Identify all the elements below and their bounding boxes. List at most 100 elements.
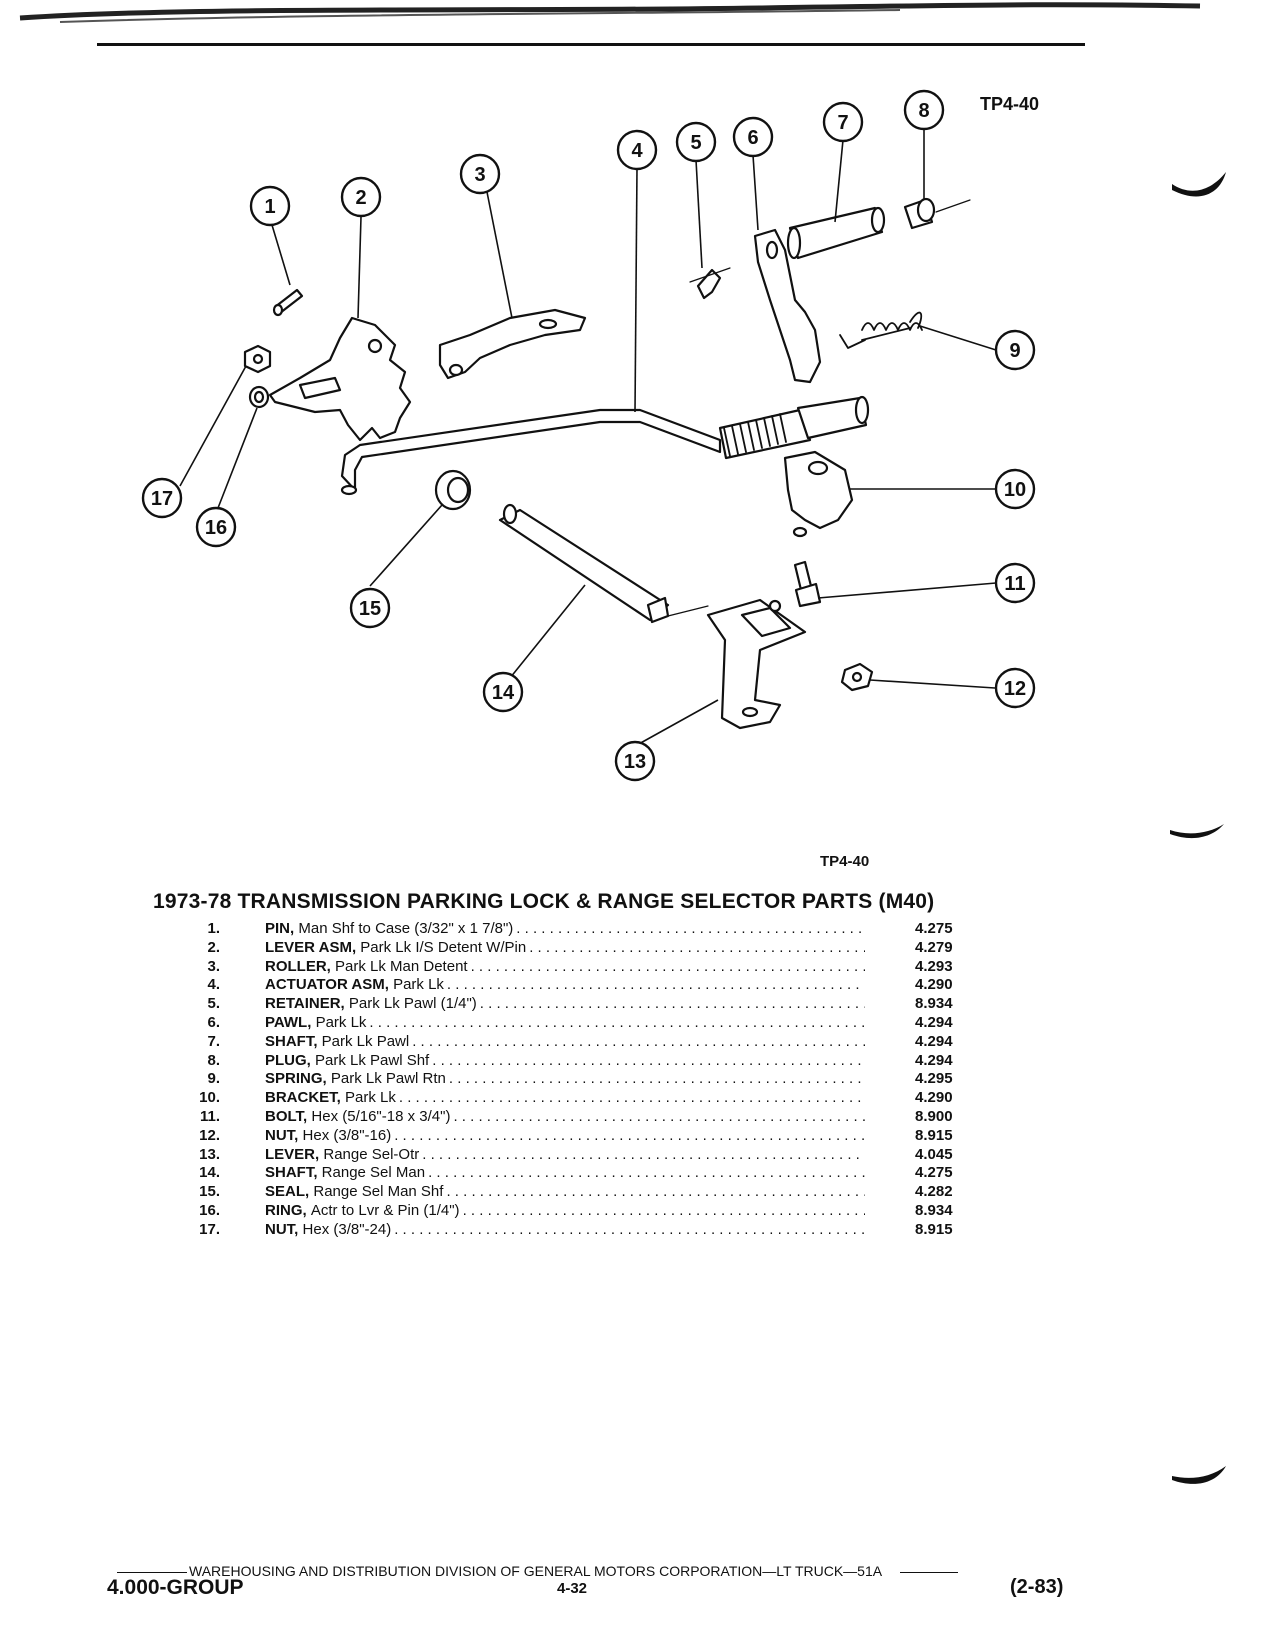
part-description: Hex (3/8"-16) (302, 1126, 392, 1144)
callout-15: 15 (359, 598, 381, 620)
part-group-code: 4.295 (915, 1070, 953, 1088)
callout-5: 5 (690, 132, 701, 154)
part-number: 5. (207, 995, 220, 1013)
list-item: 2.LEVER ASM, Park Lk I/S Detent W/Pin4.2… (160, 939, 980, 958)
list-item: 5. RETAINER, Park Lk Pawl (1/4") 8.934 (160, 995, 980, 1014)
callout-14: 14 (492, 682, 515, 704)
part-group-code: 8.900 (915, 1107, 953, 1125)
part-group-code: 4.275 (915, 920, 953, 937)
part-shaft (786, 206, 886, 260)
list-item: 16.RING, Actr to Lvr & Pin (1/4")8.934 (160, 1202, 980, 1221)
part-description: Hex (3/8"-24) (302, 1220, 392, 1238)
callout-3: 3 (474, 164, 485, 186)
part-number: 1. (207, 920, 220, 937)
part-nut-12 (840, 662, 874, 692)
list-item: 8.PLUG, Park Lk Pawl Shf4.294 (160, 1052, 980, 1071)
part-number: 2. (207, 938, 220, 956)
part-description: Range Sel Man (321, 1164, 426, 1182)
part-nut-17 (243, 344, 272, 374)
part-description: Man Shf to Case (3/32" x 1 7/8") (298, 920, 514, 937)
part-group-code: 4.275 (915, 1164, 953, 1182)
part-name: LEVER, (265, 1145, 320, 1163)
part-description: Park Lk Pawl Rtn (330, 1070, 446, 1088)
footer-publisher: WAREHOUSING AND DISTRIBUTION DIVISION OF… (189, 1563, 883, 1579)
part-actuator-asm (340, 395, 870, 496)
part-number: 12. (199, 1126, 220, 1144)
top-rule (97, 43, 1085, 46)
callout-1: 1 (264, 196, 275, 218)
part-group-code: 4.294 (915, 1051, 953, 1069)
part-group-code: 4.294 (915, 1032, 953, 1050)
part-group-code: 4.282 (915, 1183, 953, 1201)
part-name: BOLT, (265, 1107, 308, 1125)
part-name: RING, (265, 1201, 307, 1219)
part-description: Park Lk (393, 976, 444, 994)
part-group-code: 4.290 (915, 1089, 953, 1107)
part-name: LEVER ASM, (265, 938, 357, 956)
callout-10: 10 (1004, 479, 1026, 501)
part-number: 11. (199, 1107, 220, 1125)
footer-group: 4.000-GROUP (107, 1576, 244, 1599)
part-name: ACTUATOR ASM, (265, 976, 389, 994)
callout-17: 17 (151, 488, 173, 510)
part-number: 6. (207, 1013, 220, 1031)
part-number: 14. (199, 1164, 220, 1182)
list-item: 12.NUT, Hex (3/8"-16)8.915 (160, 1127, 980, 1146)
part-name: NUT, (265, 1220, 299, 1238)
part-number: 16. (199, 1201, 220, 1219)
part-pin (272, 288, 304, 317)
revision-date: (2-83) (1010, 1576, 1064, 1598)
list-item: 3.ROLLER, Park Lk Man Detent4.293 (160, 958, 980, 977)
part-number: 3. (207, 957, 220, 975)
figure-code-bottom: TP4-40 (820, 853, 870, 870)
figure-code-top: TP4-40 (980, 94, 1040, 114)
list-item: 7. SHAFT, Park Lk Pawl 4.294 (160, 1033, 980, 1052)
list-item: 14. SHAFT, Range Sel Man 4.275 (160, 1164, 980, 1183)
part-number: 13. (199, 1145, 220, 1163)
part-group-code: 4.290 (915, 976, 953, 994)
callout-11: 11 (1004, 573, 1025, 595)
part-number: 15. (199, 1183, 220, 1201)
callout-6: 6 (747, 127, 758, 149)
part-retainer (696, 268, 722, 300)
part-name: PIN, (265, 920, 295, 937)
part-group-code: 8.934 (915, 995, 953, 1013)
list-item: 4. ACTUATOR ASM, Park Lk 4.290 (160, 976, 980, 995)
part-description: Park Lk Pawl (1/4") (348, 995, 477, 1013)
callout-16: 16 (205, 517, 227, 539)
part-description: Range Sel-Otr (323, 1145, 420, 1163)
list-item: 17.NUT, Hex (3/8"-24)8.915 (160, 1221, 980, 1240)
callout-7: 7 (837, 112, 848, 134)
part-name: SHAFT, (265, 1032, 318, 1050)
part-name: SPRING, (265, 1070, 327, 1088)
part-lever-range-sel (706, 598, 807, 730)
part-number: 4. (207, 976, 220, 994)
part-name: SHAFT, (265, 1164, 318, 1182)
part-name: BRACKET, (265, 1089, 341, 1107)
scan-streak (19, 2, 1201, 23)
part-description: Park Lk Pawl (321, 1032, 410, 1050)
part-name: PLUG, (265, 1051, 311, 1069)
part-number: 7. (207, 1032, 220, 1050)
part-name: RETAINER, (265, 995, 345, 1013)
callout-12: 12 (1004, 678, 1026, 700)
part-group-code: 4.045 (915, 1145, 953, 1163)
part-group-code: 4.294 (915, 1013, 953, 1031)
part-shaft-range-sel (498, 503, 709, 624)
part-number: 9. (207, 1070, 220, 1088)
part-group-code: 8.915 (915, 1220, 953, 1238)
list-item: 15.SEAL, Range Sel Man Shf4.282 (160, 1183, 980, 1202)
part-description: Park Lk (345, 1089, 396, 1107)
footer-publisher-line: WAREHOUSING AND DISTRIBUTION DIVISION OF… (117, 1563, 959, 1579)
callout-13: 13 (624, 751, 646, 773)
part-description: Actr to Lvr & Pin (1/4") (310, 1201, 460, 1219)
part-pawl (753, 228, 822, 384)
part-lever-asm (268, 316, 412, 442)
list-item: 10.BRACKET, Park Lk4.290 (160, 1089, 980, 1108)
part-roller (438, 308, 587, 380)
list-item: 13. LEVER, Range Sel-Otr 4.045 (160, 1146, 980, 1165)
exploded-parts-diagram: 1 2 3 4 5 6 7 8 9 10 11 12 13 14 15 16 1… (141, 89, 1036, 782)
part-ring (248, 385, 270, 409)
part-group-code: 4.293 (915, 957, 953, 975)
part-description: Park Lk (315, 1013, 367, 1031)
